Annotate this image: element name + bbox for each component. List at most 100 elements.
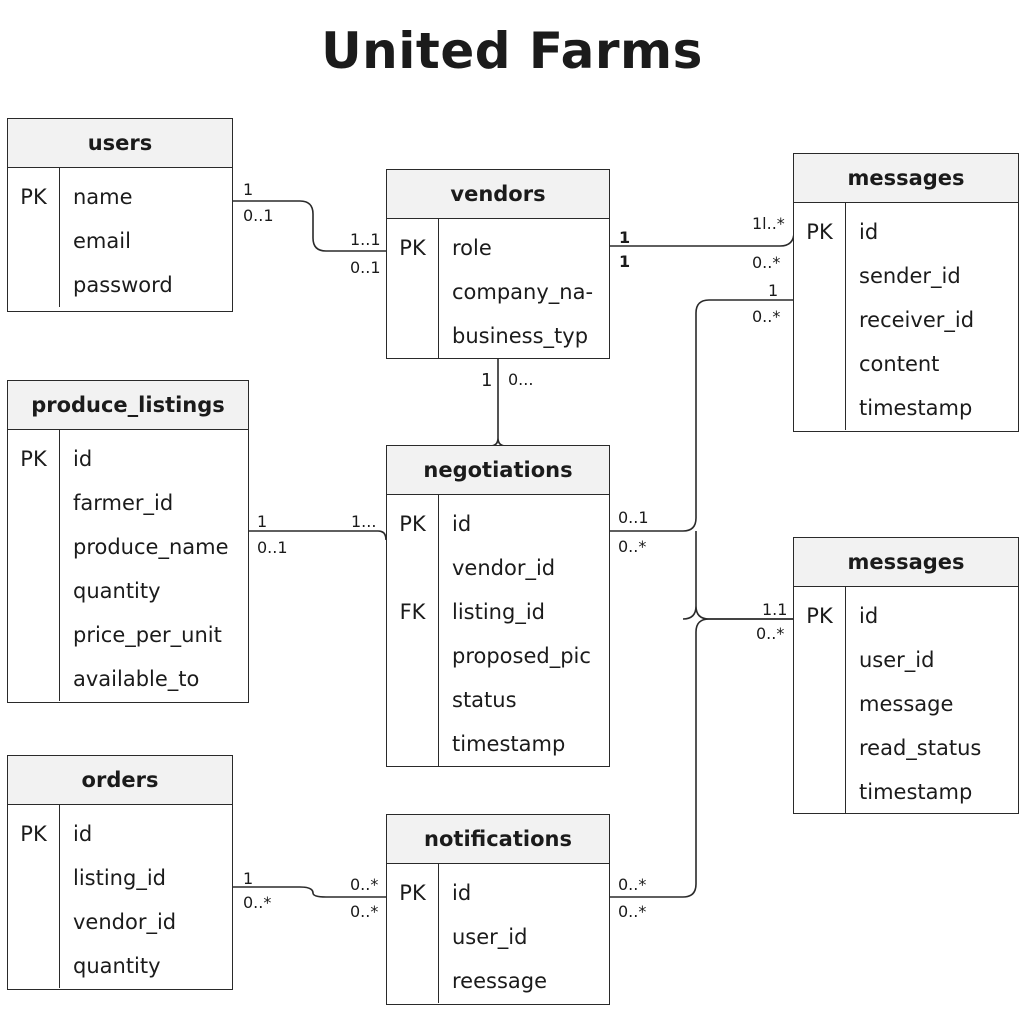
attribute-name: vendor_id [452, 556, 556, 580]
cardinality-label: 0..* [752, 253, 781, 272]
entity-orders[interactable]: orders PK id listing_id vendor_id quantit… [7, 755, 233, 990]
attribute-row: timestamp [794, 770, 1018, 814]
attribute-name: business_typ [452, 324, 589, 348]
cardinality-label: 1 [619, 228, 631, 247]
cardinality-label: 0..* [350, 902, 379, 921]
attribute-row: reessage [387, 959, 609, 1003]
attribute-name: id [73, 822, 93, 846]
entity-notifications-name: notifications [387, 815, 609, 864]
attribute-row: content [794, 342, 1018, 386]
cardinality-label: 0..* [752, 307, 781, 326]
cardinality-label: 0..1 [257, 538, 288, 557]
attribute-row: vendor_id [387, 546, 609, 590]
cardinality-label: 1... [351, 512, 377, 531]
attribute-name: timestamp [859, 396, 973, 420]
rel-users-vendors [232, 200, 387, 252]
key-column-divider [845, 587, 846, 814]
key-marker: PK [806, 604, 833, 628]
attribute-name: receiver_id [859, 308, 975, 332]
attribute-name: company_na- [452, 280, 594, 304]
attribute-name: email [73, 229, 131, 253]
key-column-divider [438, 864, 439, 1003]
attribute-row: vendor_id [8, 900, 232, 944]
key-marker: FK [399, 600, 426, 624]
key-marker: PK [399, 512, 426, 536]
entity-messages-top-name: messages [794, 154, 1018, 203]
attribute-row: PK id [794, 594, 1018, 638]
cardinality-label: 0... [508, 370, 534, 389]
cardinality-label: 0..1 [243, 206, 274, 225]
key-column-divider [59, 430, 60, 701]
attribute-row: proposed_pic [387, 634, 609, 678]
attribute-name: price_per_unit [73, 623, 222, 647]
attribute-row: produce_name [8, 525, 248, 569]
key-marker: PK [399, 881, 426, 905]
entity-vendors[interactable]: vendors PK role company_na- business_typ [386, 169, 610, 359]
attribute-name: read_status [859, 736, 982, 760]
attribute-name: quantity [73, 579, 161, 603]
attribute-name: role [452, 236, 492, 260]
entity-messages-bottom-name: messages [794, 538, 1018, 587]
cardinality-label: 1.1 [762, 600, 788, 619]
entity-orders-name: orders [8, 756, 232, 805]
attribute-row: user_id [794, 638, 1018, 682]
cardinality-label: 1 [257, 512, 268, 531]
cardinality-label: 0..1 [618, 508, 649, 527]
key-marker: PK [20, 822, 47, 846]
attribute-row: email [8, 219, 232, 263]
attribute-name: name [73, 185, 133, 209]
attribute-row: quantity [8, 569, 248, 613]
attribute-row: sender_id [794, 254, 1018, 298]
cardinality-label: 1 [619, 252, 631, 271]
attribute-name: user_id [452, 925, 528, 949]
key-column-divider [59, 168, 60, 307]
attribute-name: proposed_pic [452, 644, 591, 668]
cardinality-label: 1 [243, 180, 254, 199]
attribute-row: user_id [387, 915, 609, 959]
entity-messages-bottom[interactable]: messages PK id user_id message read_statu… [793, 537, 1019, 814]
attribute-row: status [387, 678, 609, 722]
rel-vendors-messages [610, 231, 795, 247]
cardinality-label: 0..* [618, 902, 647, 921]
attribute-row: read_status [794, 726, 1018, 770]
attribute-name: message [859, 692, 954, 716]
key-marker: PK [20, 185, 47, 209]
entity-produce-listings-name: produce_listings [8, 381, 248, 430]
attribute-name: id [73, 447, 93, 471]
attribute-name: listing_id [452, 600, 545, 624]
attribute-name: available_to [73, 667, 200, 691]
entity-users-name: users [8, 119, 232, 168]
attribute-row: PK id [8, 812, 232, 856]
key-marker: PK [399, 236, 426, 260]
attribute-name: reessage [452, 969, 548, 993]
diagram-title: United Farms [321, 22, 703, 80]
attribute-name: status [452, 688, 517, 712]
attribute-row: company_na- [387, 270, 609, 314]
cardinality-label: 1 [481, 370, 493, 391]
attribute-row: available_to [8, 657, 248, 701]
cardinality-label: 1 [243, 869, 254, 888]
key-marker: PK [20, 447, 47, 471]
attribute-row: receiver_id [794, 298, 1018, 342]
rel-produce-negotiations [248, 530, 387, 541]
key-marker: PK [806, 220, 833, 244]
attribute-name: quantity [73, 954, 161, 978]
entity-vendors-name: vendors [387, 170, 609, 219]
rel-messages-bottom-notifications [610, 618, 794, 898]
cardinality-label: 0..1 [350, 258, 381, 277]
cardinality-label: 1l..* [752, 214, 785, 233]
attribute-name: id [859, 604, 879, 628]
attribute-row: PK id [387, 502, 609, 546]
attribute-row: listing_id [8, 856, 232, 900]
key-column-divider [59, 805, 60, 988]
attribute-name: id [452, 512, 472, 536]
attribute-name: listing_id [73, 866, 166, 890]
